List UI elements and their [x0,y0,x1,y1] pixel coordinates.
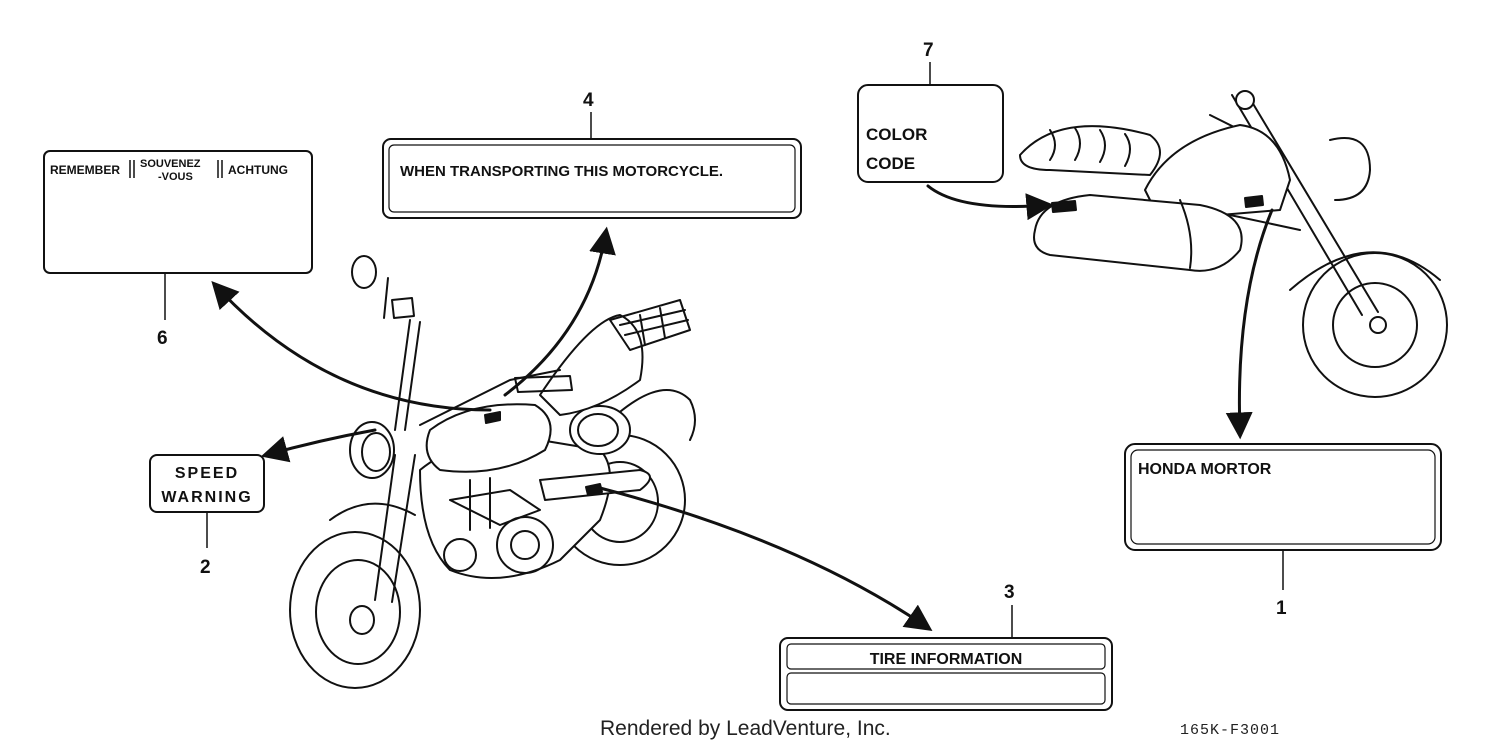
remember-text: REMEMBER [50,163,120,177]
render-credit: Rendered by LeadVenture, Inc. [600,717,891,740]
motorcycle-main-illustration [289,255,696,689]
label-4-transport[interactable]: WHEN TRANSPORTING THIS MOTORCYCLE. [382,138,802,219]
motorcycle-detail-illustration [1019,90,1448,398]
transport-text: WHEN TRANSPORTING THIS MOTORCYCLE. [400,163,723,180]
souvenez-text: SOUVENEZ [140,158,201,170]
callout-1: 1 [1276,598,1287,619]
callout-3: 3 [1004,582,1015,603]
color-text: COLOR [866,125,927,144]
vous-text: -VOUS [158,171,193,183]
callout-2: 2 [200,557,211,578]
callout-7: 7 [923,40,934,61]
label-7-color-code[interactable]: COLOR CODE [857,84,1004,183]
callout-4: 4 [583,90,594,111]
label-3-tire-info[interactable]: TIRE INFORMATION [779,637,1113,711]
tire-info-text: TIRE INFORMATION [870,651,1023,668]
warning-text: WARNING [161,489,252,506]
speed-text: SPEED [175,465,239,482]
label-2-speed-warning[interactable]: SPEED WARNING [149,454,265,513]
achtung-text: ACHTUNG [228,163,288,177]
code-text: CODE [866,154,915,173]
label-1-honda-motor[interactable]: HONDA MORTOR [1124,443,1442,551]
leader-arrows [211,184,1274,632]
label-6-remember[interactable]: REMEMBER SOUVENEZ -VOUS ACHTUNG [43,150,313,274]
callout-6: 6 [157,328,168,349]
honda-motor-text: HONDA MORTOR [1138,461,1272,478]
drawing-number: 165K-F3001 [1180,722,1281,739]
